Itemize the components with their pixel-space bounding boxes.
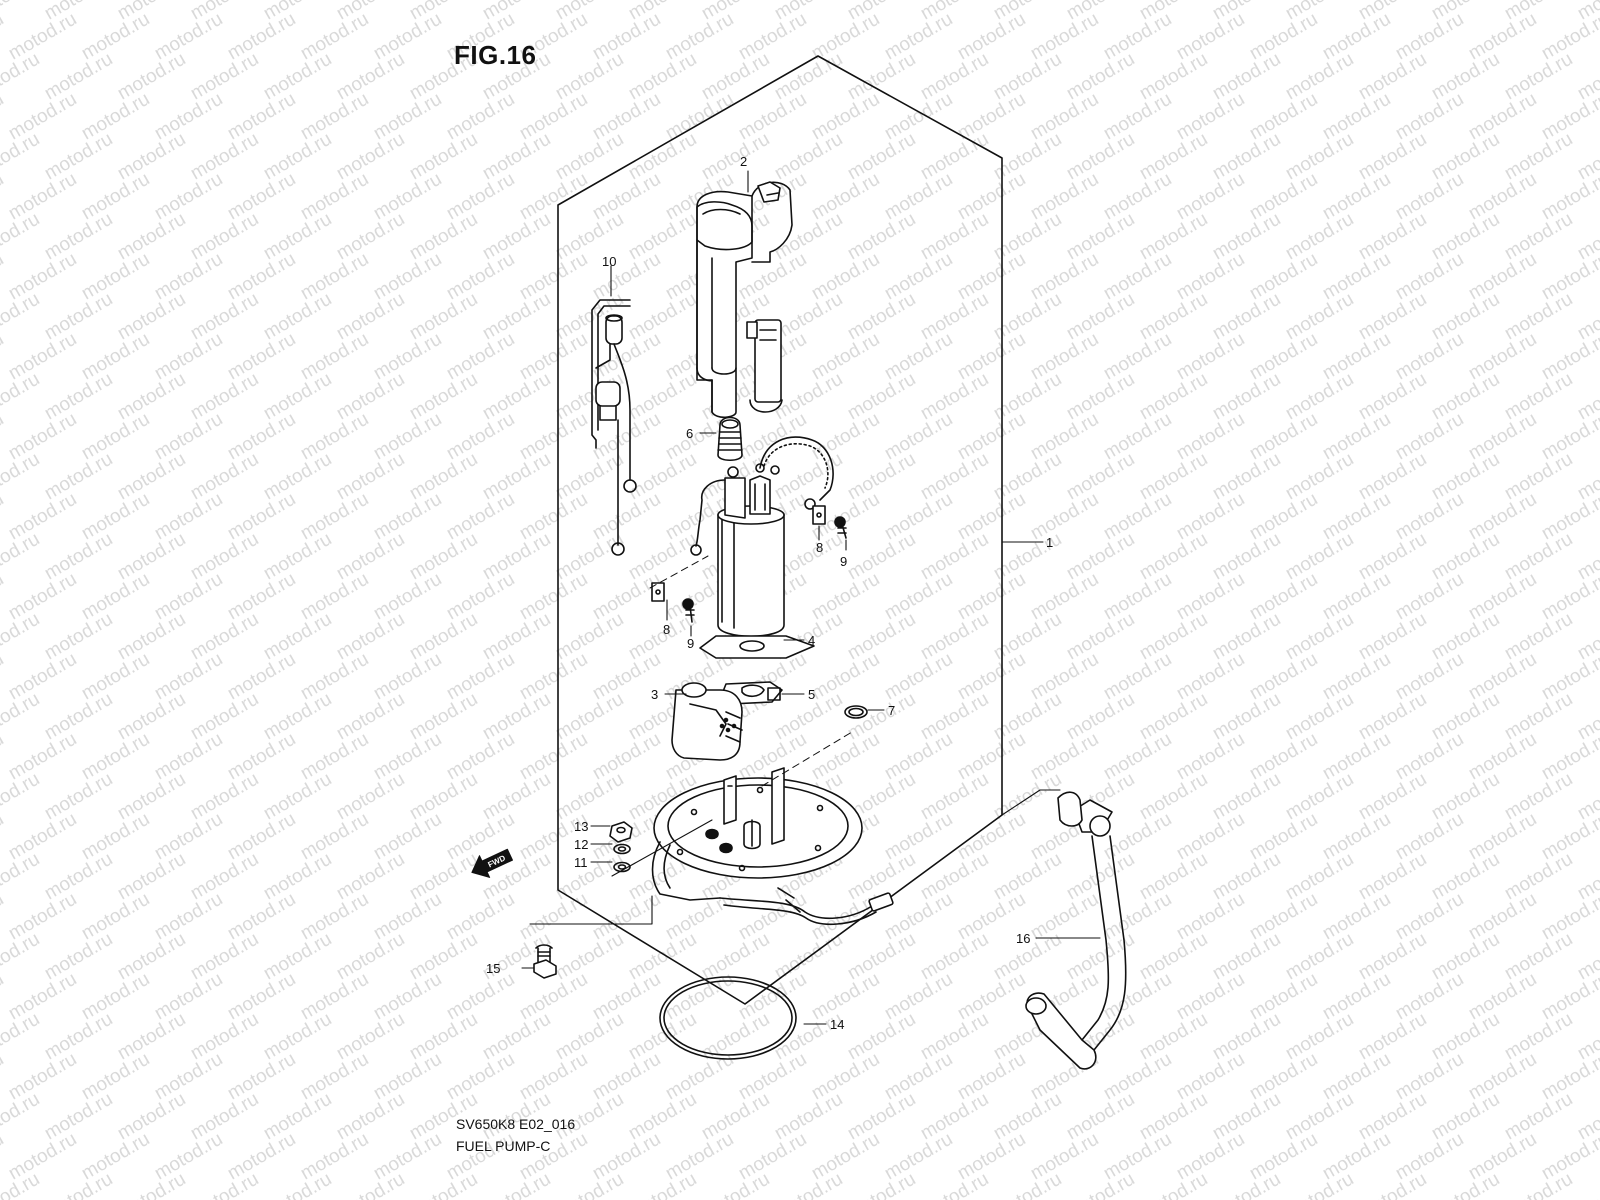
callout-11: 11 [574, 855, 588, 870]
drawing-code: SV650K8 E02_016 [456, 1116, 576, 1132]
o-ring-small-part [844, 705, 868, 719]
gasket-ring-part [659, 976, 797, 1060]
callout-15: 15 [486, 961, 500, 976]
callout-1: 1 [1046, 535, 1053, 550]
nut-part [609, 821, 633, 843]
callout-5: 5 [808, 687, 815, 702]
callout-14: 14 [830, 1017, 844, 1032]
washer-upper-part [613, 843, 631, 855]
fwd-direction-arrow-icon: FWD [471, 848, 513, 878]
pump-housing-part [696, 181, 793, 419]
callout-3: 3 [651, 687, 658, 702]
callout-12: 12 [574, 837, 588, 852]
callout-16: 16 [1016, 931, 1030, 946]
callout-13: 13 [574, 819, 588, 834]
callout-7: 7 [888, 703, 895, 718]
bracket-and-screw-lower [651, 582, 695, 623]
callout-2: 2 [740, 154, 747, 169]
flange-bolt-part [533, 944, 557, 979]
callout-8-upper: 8 [816, 540, 823, 555]
fuel-hose-part [1025, 791, 1127, 1070]
fuel-pump-motor-part [690, 436, 834, 638]
callout-10: 10 [602, 254, 616, 269]
callout-6: 6 [686, 426, 693, 441]
callout-9-upper: 9 [840, 554, 847, 569]
fuel-level-gauge-part [591, 299, 637, 556]
callout-8-lower: 8 [663, 622, 670, 637]
drawing-name: FUEL PUMP-C [456, 1138, 551, 1154]
bracket-and-screw-upper [812, 505, 847, 539]
callout-9-lower: 9 [687, 636, 694, 651]
leader-lines [521, 170, 1101, 1025]
cushion-part [717, 416, 743, 462]
pump-base-plate [651, 767, 894, 926]
callout-4: 4 [808, 633, 815, 648]
